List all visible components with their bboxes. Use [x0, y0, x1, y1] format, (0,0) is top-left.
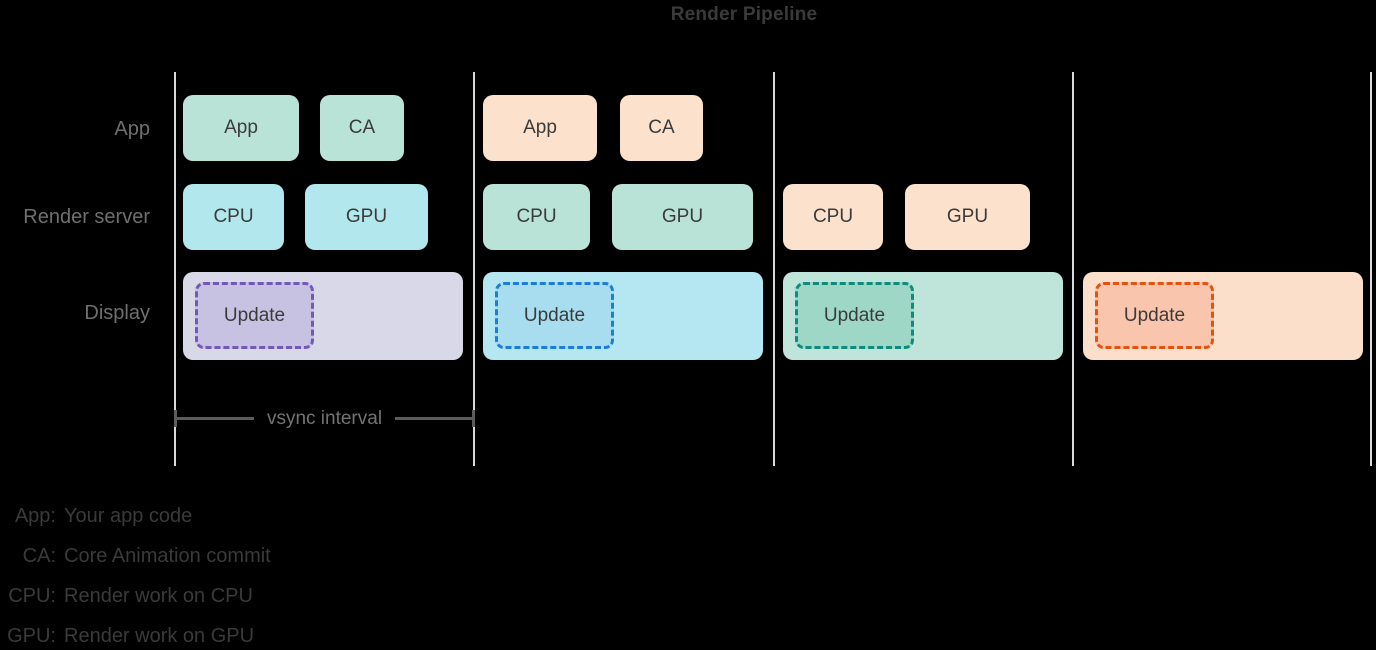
display-bar-interval-2: Update [483, 272, 763, 360]
display-update-box-4: Update [1095, 282, 1214, 349]
display-update-box-3: Update [795, 282, 914, 349]
display-bar-interval-4: Update [1083, 272, 1363, 360]
vsync-interval-annotation: vsync interval [174, 407, 476, 429]
legend: App: Your app code CA: Core Animation co… [6, 496, 271, 650]
legend-term-cpu: CPU: [8, 584, 56, 607]
display-bar-interval-3: Update [783, 272, 1063, 360]
legend-description-ca: Core Animation commit [64, 544, 271, 567]
app-box-interval-2: App [483, 95, 597, 161]
vsync-divider-4 [1072, 72, 1074, 466]
vsync-left-line [177, 417, 254, 420]
legend-row-app: App: Your app code [6, 496, 271, 536]
ca-box-interval-2: CA [620, 95, 703, 161]
ca-box-interval-1: CA [320, 95, 404, 161]
cpu-box-interval-3: CPU [783, 184, 883, 250]
vsync-interval-label: vsync interval [266, 407, 383, 429]
row-label-render-server: Render server [23, 206, 150, 228]
gpu-box-interval-1: GPU [305, 184, 428, 250]
vsync-divider-5 [1370, 72, 1372, 466]
app-box-interval-1: App [183, 95, 299, 161]
legend-row-cpu: CPU: Render work on CPU [6, 576, 271, 616]
legend-term-ca: CA: [22, 544, 56, 567]
gpu-box-interval-2: GPU [612, 184, 753, 250]
vsync-left-tick [174, 410, 177, 427]
legend-term-gpu: GPU: [7, 624, 56, 647]
legend-description-gpu: Render work on GPU [64, 624, 255, 647]
vsync-divider-2 [473, 72, 475, 466]
legend-row-gpu: GPU: Render work on GPU [6, 616, 271, 650]
display-bar-interval-1: Update [183, 272, 463, 360]
legend-description-app: Your app code [64, 504, 193, 527]
vsync-divider-3 [773, 72, 775, 466]
gpu-box-interval-3: GPU [905, 184, 1030, 250]
legend-row-ca: CA: Core Animation commit [6, 536, 271, 576]
cpu-box-interval-1: CPU [183, 184, 284, 250]
row-label-display: Display [84, 302, 150, 324]
row-label-app: App [114, 118, 150, 140]
display-update-box-1: Update [195, 282, 314, 349]
vsync-right-tick [472, 410, 476, 427]
legend-term-app: App: [14, 504, 56, 527]
cpu-box-interval-2: CPU [483, 184, 590, 250]
vsync-divider-1 [174, 72, 176, 466]
diagram-title: Render Pipeline [670, 4, 818, 25]
vsync-right-line [395, 417, 473, 420]
display-update-box-2: Update [495, 282, 614, 349]
legend-description-cpu: Render work on CPU [64, 584, 253, 607]
